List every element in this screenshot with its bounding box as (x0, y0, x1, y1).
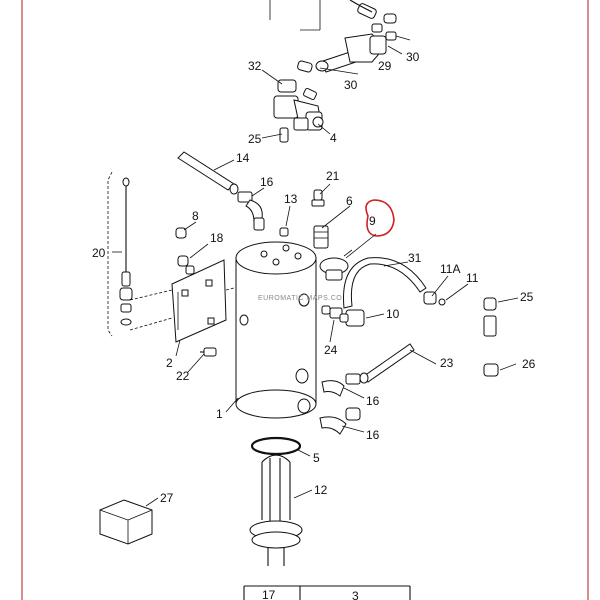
part-9-pressure-switch (319, 249, 353, 281)
part-1-boiler-tank (235, 241, 317, 419)
label-8: 8 (192, 209, 199, 223)
watermark-text: EUROMATIC MAPS.CO (258, 295, 342, 302)
part-26-cap (483, 363, 499, 377)
leader-lines (112, 35, 519, 507)
label-14: 14 (236, 151, 250, 165)
part-16-elbow-mid (321, 373, 361, 397)
label-30-mid: 30 (344, 78, 358, 92)
top-leader-lines (269, 0, 321, 31)
part-23-hose-end (359, 372, 369, 384)
label-16-mid: 16 (366, 394, 380, 408)
label-25-right: 25 (520, 290, 534, 304)
label-30-top: 30 (406, 50, 420, 64)
label-11a: 11A (440, 262, 460, 276)
bottom-table (243, 585, 411, 600)
part-2-bracket-plate (171, 259, 227, 343)
part-labels: 32 30 29 30 4 25 14 16 21 13 6 9 8 18 20… (92, 50, 536, 600)
part-25-right (483, 297, 497, 337)
label-18: 18 (210, 231, 224, 245)
part-23-hose (363, 343, 415, 383)
part-5-gasket (250, 436, 302, 456)
label-16-low: 16 (366, 428, 380, 442)
part-20-probe-rod (107, 171, 133, 337)
valve-cluster (273, 79, 324, 143)
label-1: 1 (216, 407, 223, 421)
label-21: 21 (326, 169, 340, 183)
part-13-plug (279, 227, 289, 237)
part-8-cap (175, 227, 187, 239)
part-22-fitting (200, 347, 217, 357)
part-30-nuts (303, 31, 397, 101)
label-4: 4 (330, 131, 337, 145)
part-14-hose-end (229, 183, 239, 195)
label-11: 11 (466, 271, 479, 285)
label-23: 23 (440, 356, 454, 370)
label-26: 26 (522, 357, 536, 371)
label-2: 2 (166, 356, 173, 370)
part-12-heating-element (249, 454, 303, 566)
label-20: 20 (92, 246, 106, 260)
label-9: 9 (369, 214, 376, 228)
part-10-tee (321, 305, 365, 327)
label-16-top: 16 (260, 175, 274, 189)
label-32: 32 (248, 59, 262, 73)
label-17: 17 (262, 588, 276, 600)
part-29-bracket (297, 33, 387, 73)
part-14-hose (177, 151, 235, 191)
label-29: 29 (378, 59, 392, 73)
label-24: 24 (324, 343, 338, 357)
label-3: 3 (352, 589, 359, 600)
label-10: 10 (386, 307, 400, 321)
label-31: 31 (408, 251, 422, 265)
part-27-block (99, 499, 153, 545)
label-22: 22 (176, 369, 190, 383)
part-18b-cap (185, 265, 195, 275)
part-11-washer (438, 298, 446, 306)
label-13: 13 (284, 192, 298, 206)
part-16-elbow-low (319, 407, 361, 435)
label-5: 5 (313, 451, 320, 465)
part-21-fitting (311, 189, 325, 207)
part-16-elbow-top (237, 191, 265, 231)
part-6-fitting (313, 225, 329, 249)
top-right-fittings (349, 0, 397, 33)
part-18-cap (177, 255, 189, 267)
label-25-left: 25 (248, 132, 262, 146)
label-12: 12 (314, 483, 328, 497)
part-9-highlight-circle (365, 199, 395, 237)
label-27: 27 (160, 491, 174, 505)
part-31-hose (343, 257, 427, 309)
label-6: 6 (346, 194, 353, 208)
